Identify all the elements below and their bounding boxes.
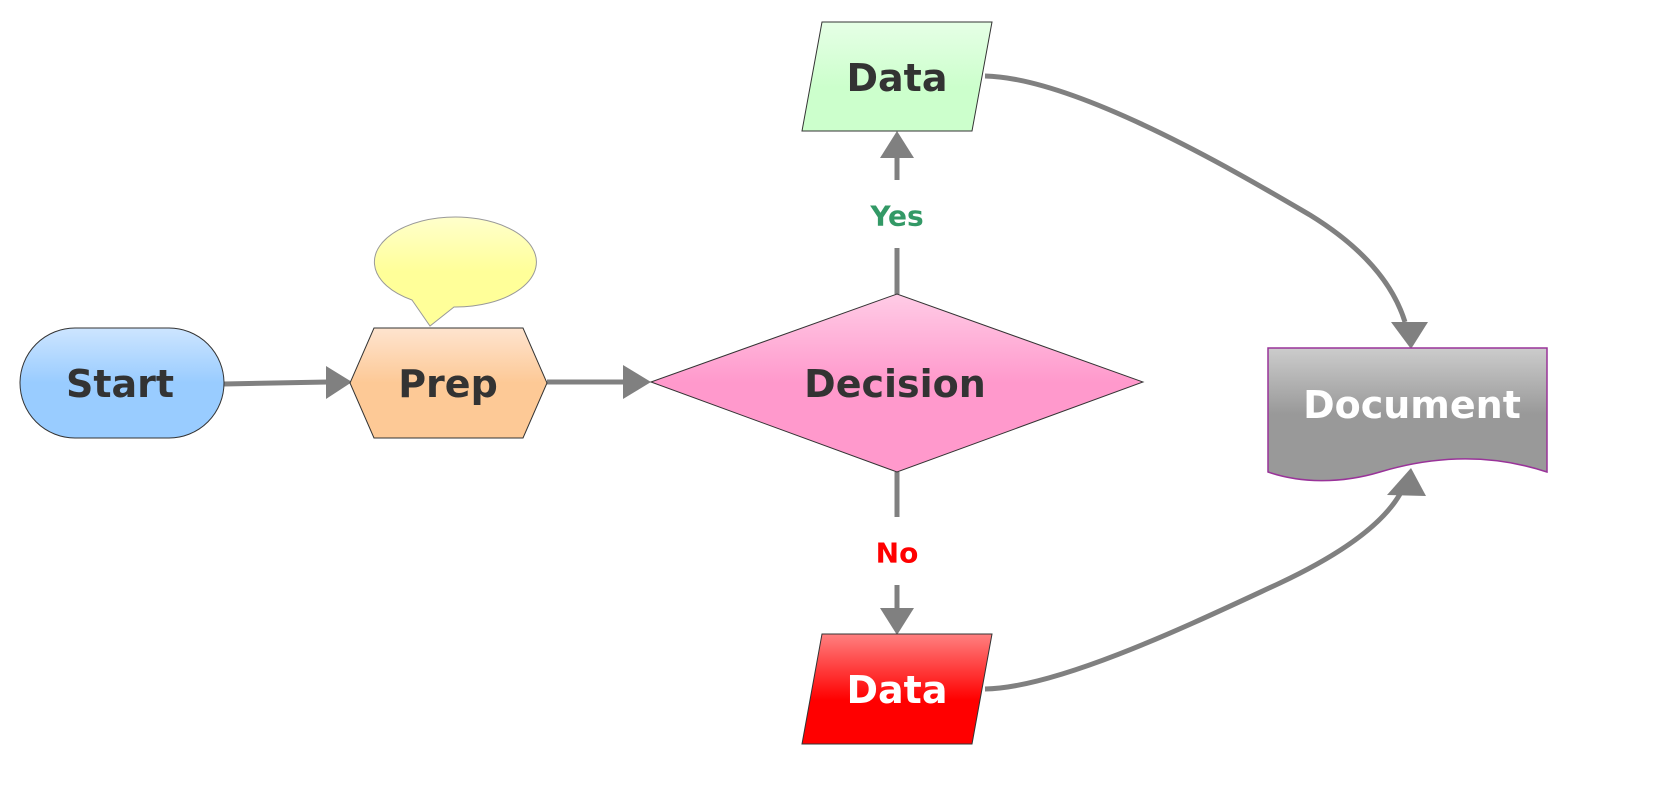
callout-bubble[interactable] bbox=[373, 216, 537, 327]
decision-node[interactable]: Decision bbox=[649, 293, 1145, 473]
connector-decision-yes bbox=[880, 131, 914, 294]
document-label: Document bbox=[1303, 383, 1521, 427]
arrowhead-icon bbox=[1387, 468, 1426, 496]
no-label: No bbox=[876, 537, 919, 570]
data-no-label: Data bbox=[847, 668, 948, 712]
start-node[interactable]: Start bbox=[19, 327, 225, 439]
arrowhead-icon bbox=[326, 366, 352, 399]
connector-decision-no bbox=[880, 472, 914, 635]
connector-data-yes-document bbox=[984, 73, 1428, 349]
start-label: Start bbox=[66, 362, 174, 406]
connector-prep-decision bbox=[547, 365, 651, 399]
connector-data-no-document bbox=[984, 468, 1426, 692]
arrowhead-icon bbox=[1391, 322, 1428, 349]
prep-node[interactable]: Prep bbox=[349, 327, 548, 439]
prep-label: Prep bbox=[398, 362, 498, 406]
decision-label: Decision bbox=[804, 362, 986, 406]
yes-label: Yes bbox=[869, 200, 923, 233]
arrowhead-icon bbox=[880, 608, 914, 635]
data-yes-node[interactable]: Data bbox=[801, 21, 993, 132]
data-no-node[interactable]: Data bbox=[801, 633, 993, 745]
data-yes-label: Data bbox=[847, 56, 948, 100]
arrowhead-icon bbox=[623, 365, 651, 399]
arrowhead-icon bbox=[880, 131, 914, 158]
document-node[interactable]: Document bbox=[1267, 347, 1548, 482]
connector-start-prep bbox=[223, 366, 352, 399]
